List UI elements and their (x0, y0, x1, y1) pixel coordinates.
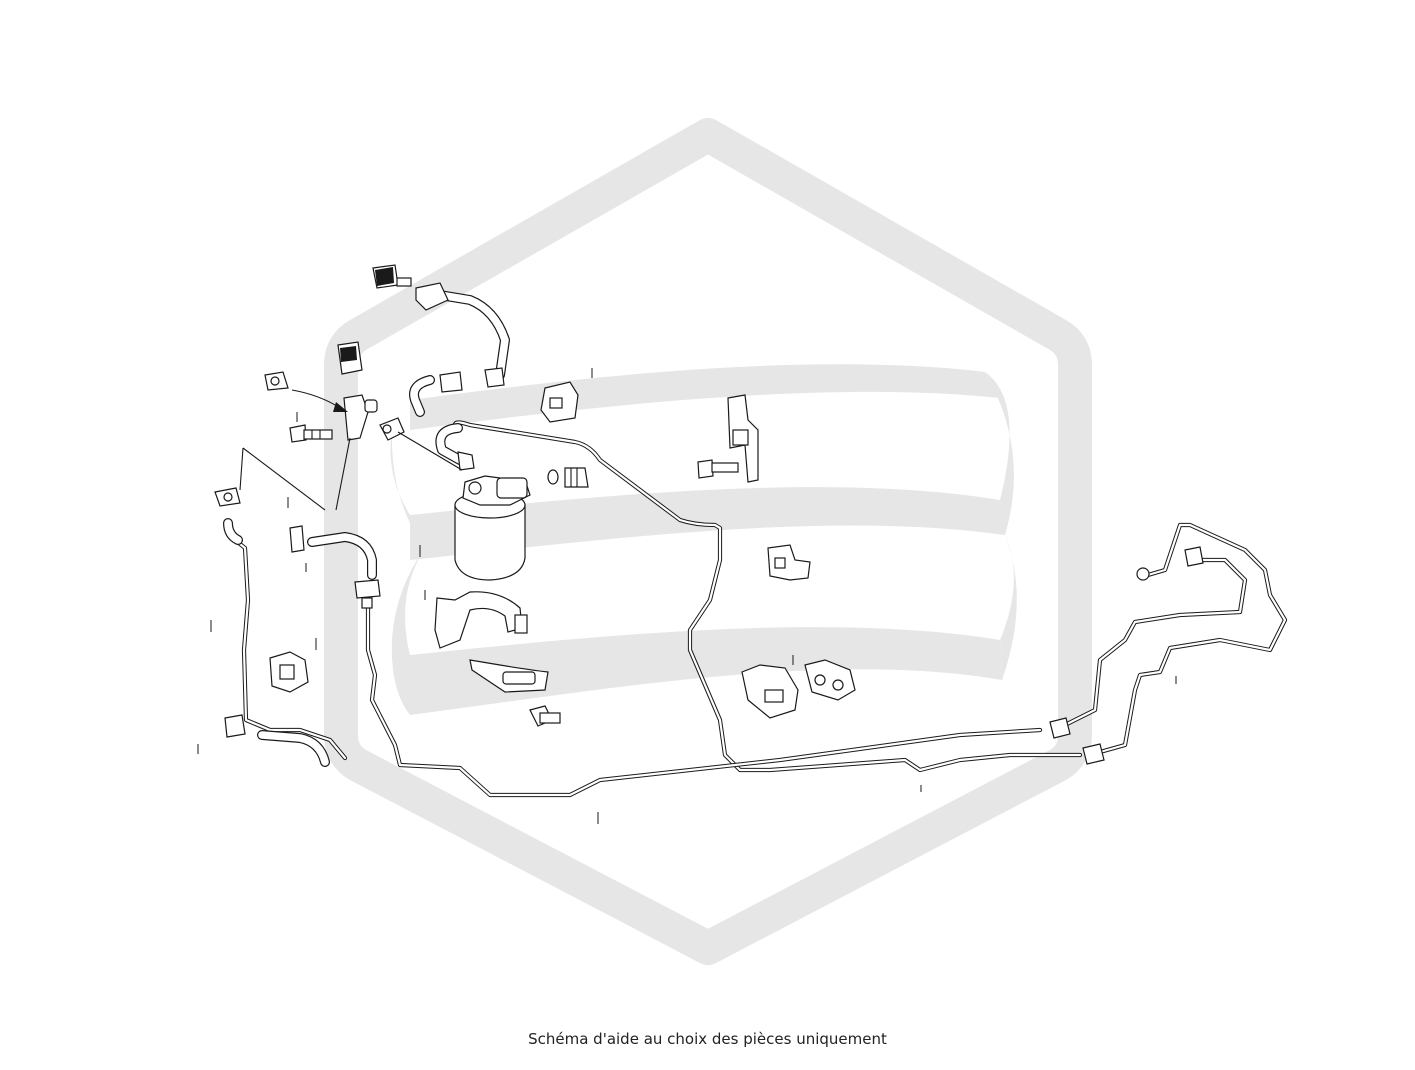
left-components (214, 487, 561, 738)
diagram-caption: Schéma d'aide au choix des pièces unique… (528, 1030, 887, 1048)
reference-ticks (197, 368, 1177, 824)
fuel-lines (225, 420, 1288, 798)
filter-bracket (434, 591, 549, 693)
leader-lines (239, 389, 463, 511)
hoses (223, 290, 510, 767)
line-connectors (1049, 546, 1204, 765)
top-components (264, 264, 505, 443)
right-brackets (540, 381, 856, 719)
hexagon-wave-logo-icon (324, 118, 1092, 965)
fuel-filter (454, 451, 589, 581)
